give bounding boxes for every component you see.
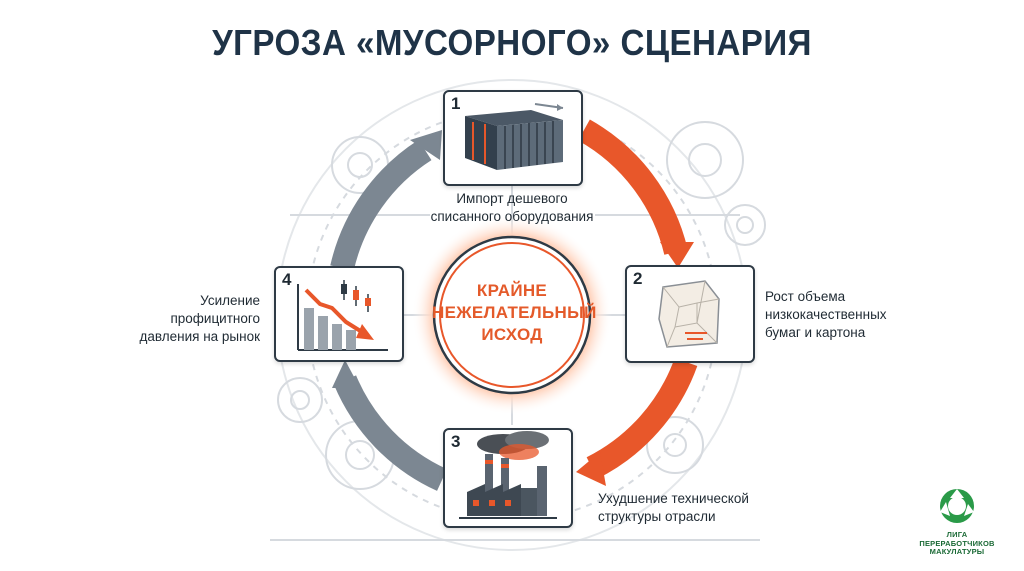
- stage-4-box: 4: [274, 266, 404, 362]
- arrow-head-4: [332, 360, 360, 388]
- stage-1-label: Импорт дешевого списанного оборудования: [430, 191, 594, 224]
- crumpled-paper-icon: [658, 280, 720, 348]
- center-outcome-text: КРАЙНЕ НЕЖЕЛАТЕЛЬНЫЙ ИСХОД: [432, 281, 597, 344]
- arrow-arc-1-to-2: [577, 119, 688, 255]
- stage-1-number: 1: [451, 94, 461, 113]
- stage-2-label: Рост объема низкокачественных бумаг и ка…: [765, 289, 887, 340]
- arrow-head-2: [660, 242, 694, 268]
- arrow-head-1: [410, 130, 442, 160]
- league-logo: ЛИГА ПЕРЕРАБОТЧИКОВ МАКУЛАТУРЫ: [912, 486, 1002, 557]
- arrow-arc-3-to-4: [333, 375, 448, 491]
- stage-3-label: Ухудшение технической структуры отрасли: [598, 491, 749, 524]
- stage-2-box: 2: [625, 265, 755, 363]
- center-circle: [432, 235, 592, 395]
- stage-1-box: 1: [443, 90, 583, 186]
- stage-3-box: 3: [443, 428, 573, 528]
- factory-smoke-icon: [459, 431, 557, 519]
- recycle-logo-icon: [940, 489, 974, 523]
- stage-3-number: 3: [451, 432, 461, 451]
- falling-chart-icon: [297, 280, 388, 351]
- arrow-arc-4-to-1: [330, 139, 432, 271]
- arrow-arc-2-to-3: [586, 357, 698, 479]
- stage-2-number: 2: [633, 269, 643, 288]
- page-title: УГРОЗА «МУСОРНОГО» СЦЕНАРИЯ: [212, 22, 812, 63]
- stage-4-number: 4: [282, 270, 292, 289]
- shipping-container-icon: [465, 103, 564, 170]
- stage-4-label: Усиление профицитного давления на рынок: [139, 293, 261, 344]
- arrow-head-3: [576, 452, 606, 486]
